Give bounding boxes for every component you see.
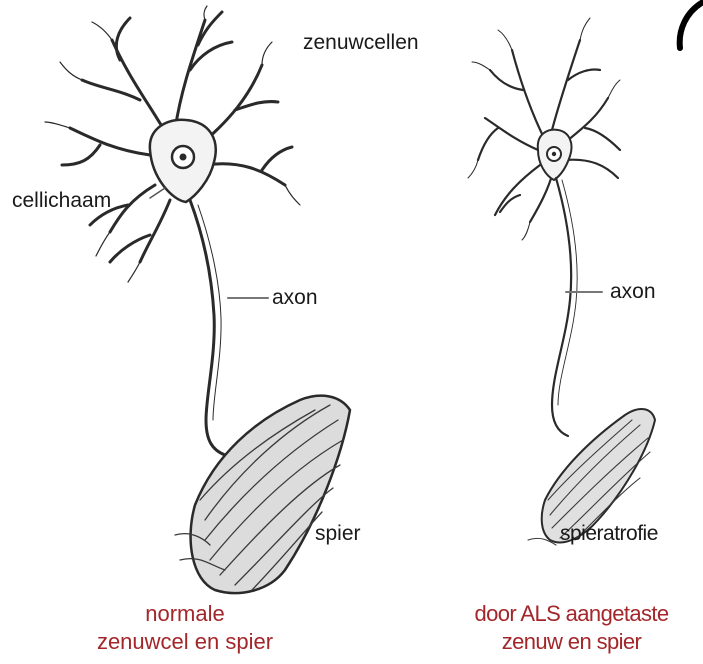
label-cellichaam: cellichaam — [12, 190, 111, 211]
normal-muscle — [175, 396, 350, 593]
label-spier: spier — [315, 523, 361, 544]
label-axon-left: axon — [272, 287, 318, 308]
caption-als: door ALS aangetaste zenuw en spier — [440, 600, 703, 656]
als-axon — [552, 178, 571, 436]
caption-normal-line2: zenuwcel en spier — [55, 628, 315, 656]
normal-axon — [190, 200, 225, 455]
cropped-parenthesis-glyph — [680, 2, 703, 48]
label-axon-right: axon — [610, 281, 656, 302]
label-spieratrofie: spieratrofie — [560, 523, 658, 544]
label-zenuwcellen: zenuwcellen — [303, 32, 419, 53]
normal-nucleolus — [180, 154, 187, 161]
caption-als-line1: door ALS aangetaste — [440, 600, 703, 628]
normal-cellbody-pointer — [150, 188, 165, 198]
caption-normal-line1: normale — [55, 600, 315, 628]
als-nucleolus — [552, 152, 556, 156]
als-dendrite-fine — [468, 18, 620, 240]
caption-als-line2: zenuw en spier — [440, 628, 703, 656]
caption-normal: normale zenuwcel en spier — [55, 600, 315, 656]
